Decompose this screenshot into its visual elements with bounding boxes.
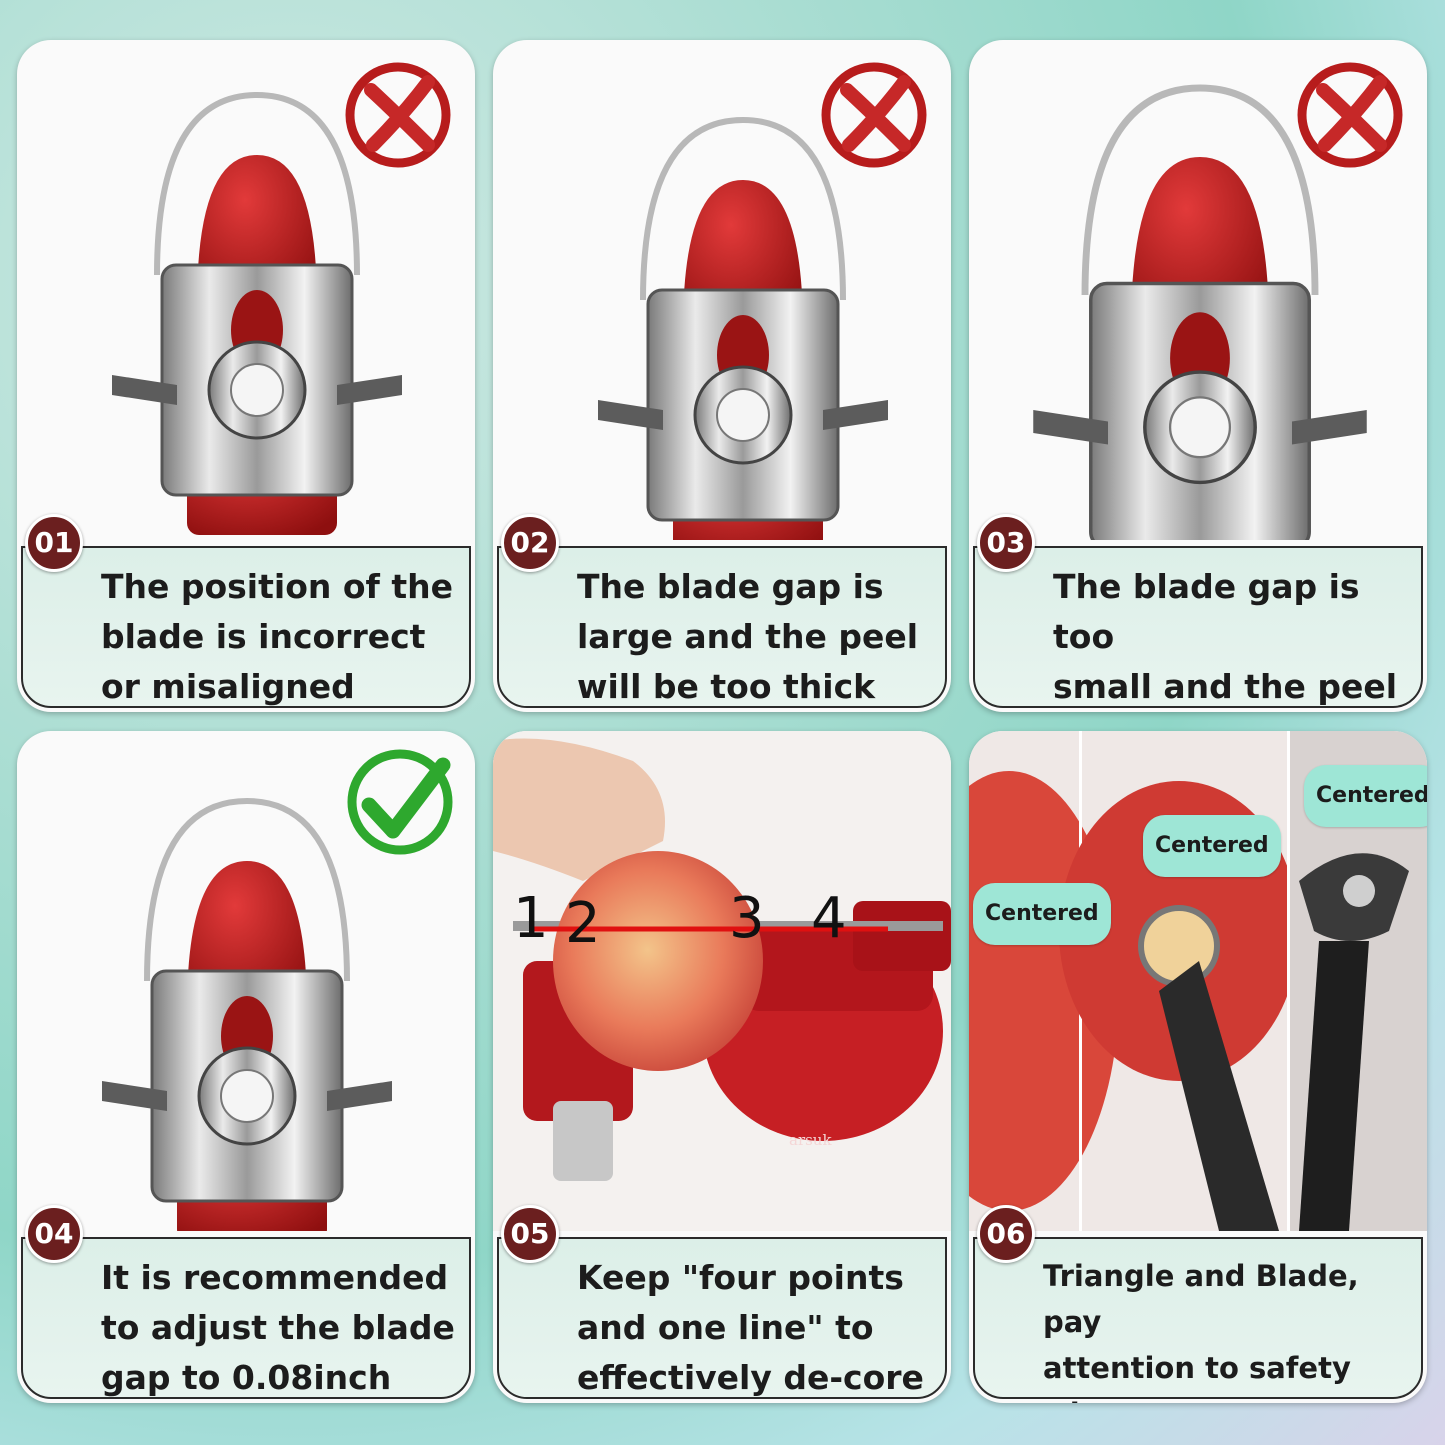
caption-text: The position of the blade is incorrect o… xyxy=(101,567,454,706)
point-label-3: 3 xyxy=(729,886,765,951)
caption-box: The blade gap is too small and the peel … xyxy=(973,546,1423,708)
centered-label: Centered xyxy=(1304,765,1427,827)
step-number-badge: 05 xyxy=(501,1205,559,1263)
point-label-1: 1 xyxy=(513,886,549,951)
check-circle-icon xyxy=(345,747,455,857)
caption-text: The blade gap is too small and the peel … xyxy=(1053,567,1398,706)
x-circle-icon xyxy=(819,60,929,170)
caption-box: Keep "four points and one line" to effec… xyxy=(497,1237,947,1399)
caption-box: The blade gap is large and the peel will… xyxy=(497,546,947,708)
step-number-badge: 06 xyxy=(977,1205,1035,1263)
step-card-06: Centered Centered Centered Triangle and … xyxy=(969,731,1427,1403)
caption-text: It is recommended to adjust the blade ga… xyxy=(101,1258,455,1397)
caption-box: The position of the blade is incorrect o… xyxy=(21,546,471,708)
point-label-2: 2 xyxy=(565,891,601,956)
caption-text: The blade gap is large and the peel will… xyxy=(577,567,919,706)
step-number-badge: 02 xyxy=(501,514,559,572)
x-circle-icon xyxy=(1295,60,1405,170)
caption-text: Keep "four points and one line" to effec… xyxy=(577,1258,924,1397)
brand-logo-text: arsuk xyxy=(789,1131,832,1149)
caption-box: Triangle and Blade, pay attention to saf… xyxy=(973,1237,1423,1403)
apple-peeler-photo xyxy=(493,731,951,1231)
centered-label: Centered xyxy=(973,883,1111,945)
step-number-badge: 04 xyxy=(25,1205,83,1263)
step-card-02: The blade gap is large and the peel will… xyxy=(493,40,951,712)
step-card-04: It is recommended to adjust the blade ga… xyxy=(17,731,475,1403)
centered-label: Centered xyxy=(1143,815,1281,877)
step-number-badge: 01 xyxy=(25,514,83,572)
step-card-03: The blade gap is too small and the peel … xyxy=(969,40,1427,712)
step-card-01: The position of the blade is incorrect o… xyxy=(17,40,475,712)
caption-text: Triangle and Blade, pay attention to saf… xyxy=(1043,1259,1359,1403)
corer-closeup-photo xyxy=(969,731,1427,1231)
point-label-4: 4 xyxy=(811,886,847,951)
step-card-05: 1 2 3 4 arsuk Keep "four points and one … xyxy=(493,731,951,1403)
step-number-badge: 03 xyxy=(977,514,1035,572)
caption-box: It is recommended to adjust the blade ga… xyxy=(21,1237,471,1399)
x-circle-icon xyxy=(343,60,453,170)
